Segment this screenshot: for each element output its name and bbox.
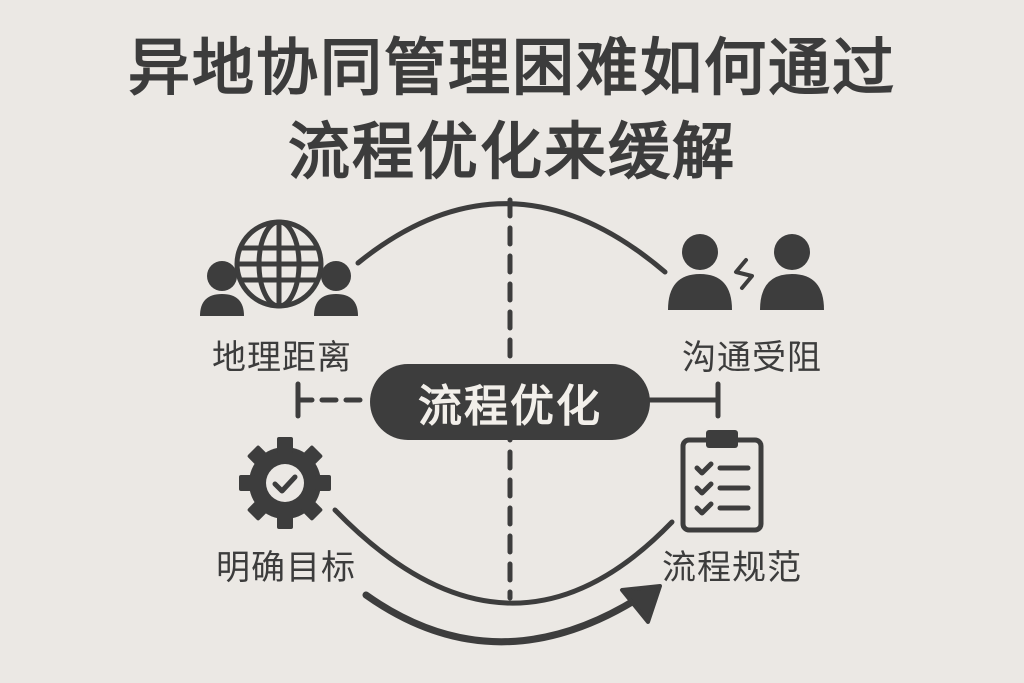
node-label-communication-blocked: 沟通受阻: [682, 338, 822, 378]
people-disconnected-icon: [668, 234, 824, 310]
node-label-clear-goals: 明确目标: [216, 548, 356, 588]
center-process-optimization: 流程优化: [370, 364, 650, 440]
globe-with-people-icon: [200, 219, 358, 316]
flow-arrow-arc: [362, 588, 652, 646]
node-label-process-standards: 流程规范: [662, 548, 802, 588]
gear-check-icon: [239, 437, 331, 529]
clipboard-checklist-icon: [680, 430, 764, 533]
title-line-2: 流程优化来缓解: [287, 115, 736, 188]
title-line-1: 异地协同管理困难如何通过: [127, 31, 896, 104]
node-label-geographic-distance: 地理距离: [212, 338, 352, 378]
arrowhead-icon: [620, 584, 662, 624]
bottom-arc: [332, 507, 675, 606]
